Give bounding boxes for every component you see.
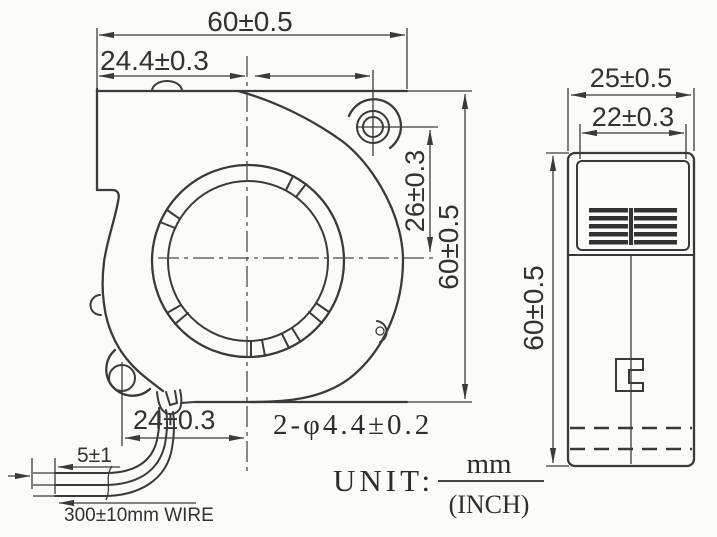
ring-tick [285, 175, 294, 191]
ring-tick [166, 304, 182, 314]
louver-bar [589, 224, 628, 229]
tab-to-edge [180, 401, 196, 404]
dim-text-overall-width: 60±0.5 [207, 6, 292, 37]
dim-text-hole-to-centerline: 26±0.3 [400, 150, 430, 232]
louver-bar [634, 232, 677, 237]
wire-exit-notch [165, 390, 179, 407]
unit-label: UNIT: [333, 463, 434, 498]
unit-note: UNIT: mm (INCH) [333, 448, 544, 519]
louver-bar [634, 208, 677, 213]
louver-bar [589, 208, 628, 213]
wire-1 [54, 407, 161, 474]
ring-tick [166, 209, 181, 220]
left-rib-bump [89, 294, 102, 317]
unit-numerator: mm [466, 448, 512, 480]
wire-assembly: 5±1 300±10mm WIRE [8, 407, 214, 526]
inlet-ring-inner [167, 180, 329, 342]
dim-text-side-inner-width: 22±0.3 [592, 102, 674, 132]
ring-tick [308, 311, 323, 324]
louver-center [629, 208, 633, 245]
inlet-ring-ticks [159, 175, 330, 358]
side-view [566, 151, 696, 468]
wire-3 [54, 411, 175, 498]
louver-bar [634, 240, 677, 245]
wire-length-label: 300±10mm WIRE [64, 505, 214, 526]
side-body [566, 151, 696, 468]
ring-tick [291, 327, 301, 342]
ring-tick [261, 339, 266, 357]
unit-denominator: (INCH) [449, 490, 530, 519]
vent-louvers [589, 208, 677, 245]
right-rib-detail [375, 326, 385, 336]
ring-tick [159, 221, 176, 229]
top-edge-dome [151, 80, 183, 92]
louver-bar [589, 216, 628, 221]
wire-break-mark [105, 465, 113, 501]
ring-tick [295, 183, 307, 198]
ring-tick [281, 333, 290, 349]
mounting-ear-top-right [347, 98, 403, 150]
strip-length-label: 5±1 [77, 444, 112, 467]
wire-2 [54, 409, 168, 486]
dim-text-left-to-center: 24.4±0.3 [100, 45, 209, 76]
dim-text-overall-height: 60±0.5 [433, 204, 464, 289]
scroll-outline [236, 89, 405, 404]
dim-text-side-height: 60±0.5 [518, 265, 549, 350]
inlet-ring-outer [150, 163, 346, 359]
louver-bar [589, 232, 628, 237]
wire-exit-tab [156, 389, 183, 415]
louver-bar [589, 240, 628, 245]
dim-text-side-width: 25±0.5 [590, 63, 672, 93]
mounting-holes-label: 2-φ4.4±0.2 [273, 409, 432, 441]
louver-bar [634, 216, 677, 221]
front-dimensions: 60±0.5 24.4±0.3 26±0.3 60±0.5 24±0.3 2-φ… [96, 6, 469, 446]
fan-left-outline [95, 188, 165, 393]
ring-tick [174, 312, 189, 325]
louver-bar [634, 224, 677, 229]
ring-tick [315, 302, 330, 313]
right-rib-bump [376, 320, 388, 343]
side-top-window [576, 160, 690, 251]
motor-mark [615, 358, 644, 392]
side-dimensions: 25±0.5 22±0.3 60±0.5 [518, 63, 695, 467]
